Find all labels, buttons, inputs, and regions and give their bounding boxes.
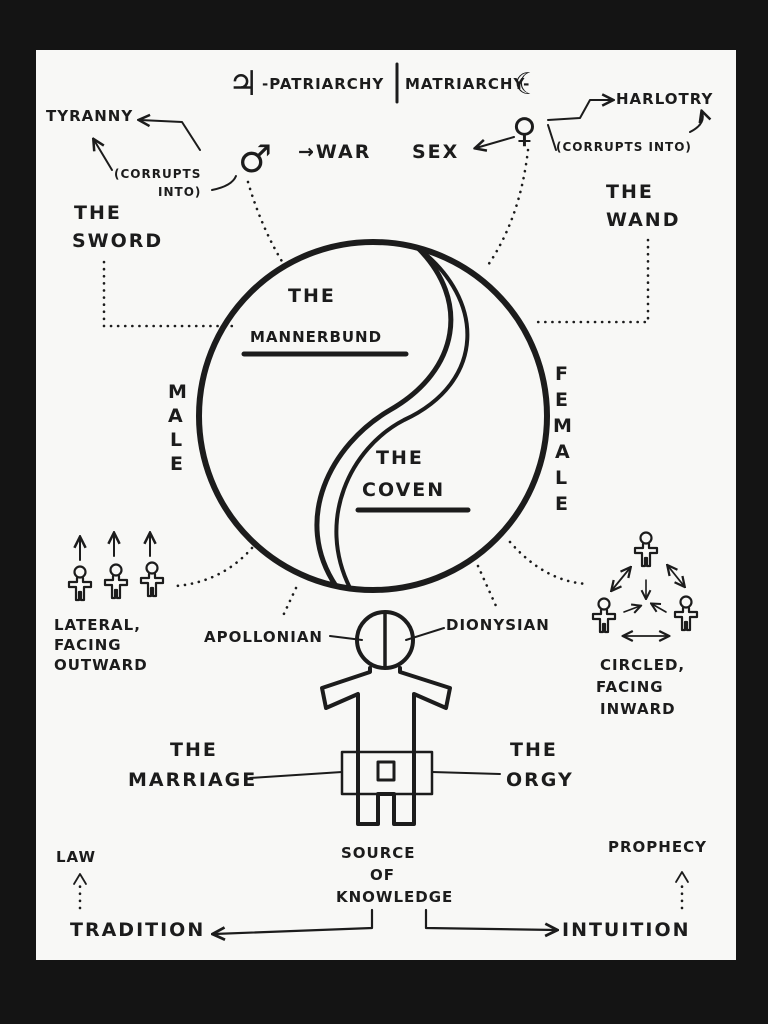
sword-connector [102,260,238,328]
war-label: →WAR [298,141,371,163]
matriarchy-label: MATRIARCHY- [405,75,530,93]
inward-arrow-icon [652,604,667,613]
corrupts-into-label-2: INTO) [158,185,201,199]
mars-connector [246,180,288,270]
female-letter: E [555,389,568,411]
loincloth-mark [376,760,396,782]
harlotry-label: HARLOTRY [616,90,713,108]
orgy-label-2: ORGY [506,769,574,791]
inward-arrow-icon [612,568,630,590]
source-label-3: KNOWLEDGE [336,888,453,906]
yin-yang-circle [196,239,550,593]
female-letter: L [555,467,567,489]
venus-corrupts-bracket [547,124,557,151]
harlotry-arrow [547,100,612,121]
mars-symbol: ♂ [238,137,273,181]
male-vertical-label: M A L E [168,381,187,475]
yin-yang-divider [314,245,454,589]
female-letter: F [555,363,568,385]
corrupts-into-label-1: (CORRUPTS [114,167,201,181]
male-letter: L [170,429,182,451]
circled-label-2: FACING [596,678,664,696]
harlotry-loop-arrow [689,112,703,133]
source-label-2: OF [370,866,395,884]
mannerbund-label-1: THE [288,285,336,307]
wand-connector [536,238,650,324]
male-letter: M [168,381,187,403]
circled-label-3: INWARD [600,700,676,718]
lateral-connector [174,546,254,588]
male-letter: E [170,453,183,475]
circled-group [591,531,699,637]
lateral-label-1: LATERAL, [54,616,141,634]
dionysian-connector [476,564,498,608]
tyranny-arrow [140,120,201,151]
coven-label-2: COVEN [362,479,445,501]
female-letter: A [555,441,570,463]
lateral-group [67,534,165,602]
marriage-label-1: THE [170,739,218,761]
venus-connector [484,148,530,270]
tradition-label: TRADITION [70,919,205,941]
lateral-label-3: OUTWARD [54,656,148,674]
intuition-label: INTUITION [562,919,691,941]
female-letter: E [555,493,568,515]
moon-symbol: ☾ [514,67,542,102]
orgy-label-1: THE [510,739,558,761]
lateral-label-2: FACING [54,636,122,654]
paper-sheet [36,50,736,960]
law-label: LAW [56,848,96,866]
patriarchy-label: -PATRIARCHY [262,75,384,93]
coven-label-1: THE [376,447,424,469]
marriage-label-2: MARRIAGE [128,769,257,791]
apollonian-label: APOLLONIAN [204,628,323,646]
corrupts-into-arrow-left [94,140,113,171]
wand-label-2: WAND [606,209,680,231]
tradition-arrow [214,908,374,934]
source-label-1: SOURCE [341,844,416,862]
mars-corrupts-bracket [211,175,237,191]
female-vertical-label: F E M A L E [553,363,572,515]
jupiter-symbol: ♃ [228,64,259,104]
wand-label-1: THE [606,181,654,203]
tyranny-label: TYRANNY [46,107,133,125]
venus-symbol: ♀ [512,111,538,151]
prophecy-arrowhead [675,871,689,883]
orgy-pointer [431,771,501,775]
circled-label-1: CIRCLED, [600,656,685,674]
marriage-pointer [249,771,343,779]
sword-label-2: SWORD [72,230,163,252]
sword-label-1: THE [74,202,122,224]
apollonian-connector [280,586,298,620]
male-letter: A [168,405,183,427]
mannerbund-label-2: MANNERBUND [250,328,382,346]
inward-arrow-icon [668,566,684,586]
intuition-arrow [424,908,556,930]
dionysian-label: DIONYSIAN [446,616,550,634]
law-arrowhead [73,873,87,885]
prophecy-label: PROPHECY [608,838,707,856]
female-letter: M [553,415,572,437]
sex-label: SEX [412,141,459,163]
yin-yang-divider-inner [334,246,470,590]
sex-arrow [476,136,515,148]
inward-arrow-icon [623,606,640,612]
corrupts-into-label-right: (CORRUPTS INTO) [556,140,692,154]
